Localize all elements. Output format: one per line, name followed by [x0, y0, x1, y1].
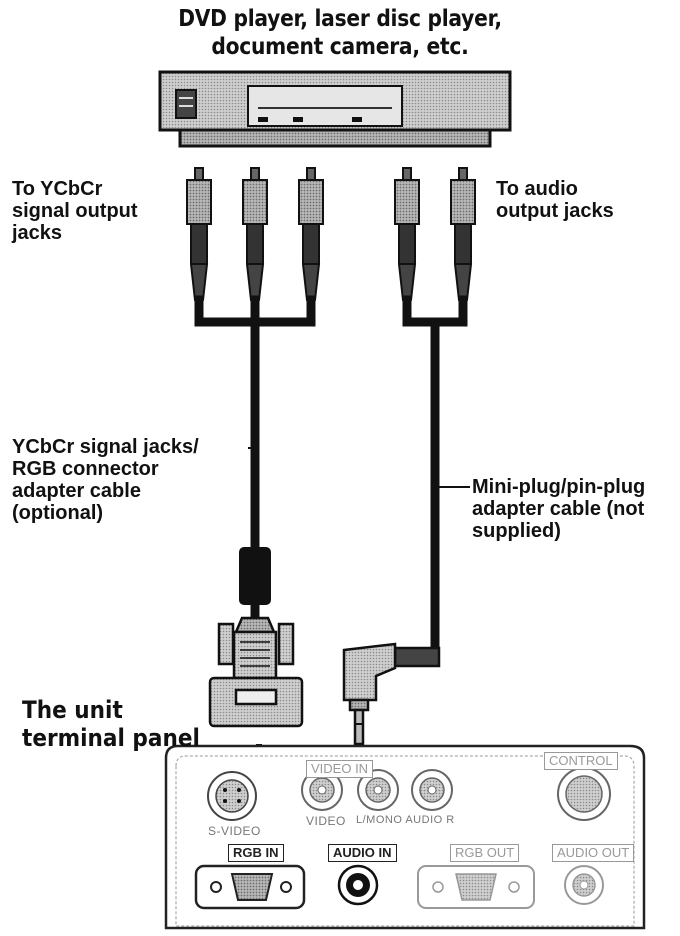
control-port [557, 767, 611, 821]
device-title-line2: document camera, etc. [211, 34, 469, 60]
dsub-connector [208, 616, 304, 728]
mini-plug-cable-label-line1: Mini-plug/pin-plug [472, 476, 646, 498]
rca-plug [450, 167, 476, 301]
terminal-panel-label-line1: The unit [22, 696, 123, 724]
audio-plugs [394, 167, 476, 301]
rca-plug [186, 167, 212, 301]
dvd-player [158, 70, 512, 148]
s-video-port [207, 771, 257, 821]
adapter-cable-label-line3: adapter cable [12, 480, 141, 502]
mini-plug-cable-label-line3: supplied) [472, 520, 561, 542]
s-video-label: S-VIDEO [208, 824, 261, 838]
audio-in-label: AUDIO IN [328, 844, 397, 862]
rca-plug [298, 167, 324, 301]
adapter-cable-label-line1: YCbCr signal jacks/ [12, 436, 199, 458]
audio-output-label-line1: To audio [496, 178, 578, 200]
audio-in-port [337, 864, 379, 906]
mono-audio-label: L/MONO AUDIO R [356, 814, 455, 826]
rca-plug [394, 167, 420, 301]
audio-r-port [411, 769, 453, 811]
rgb-in-label: RGB IN [228, 844, 284, 862]
audio-l-port [357, 769, 399, 811]
adapter-cable-label-line2: RGB connector [12, 458, 159, 480]
ycbcr-cable [194, 295, 316, 635]
audio-out-port [564, 865, 604, 905]
video-in-label: VIDEO IN [306, 760, 374, 778]
video-label: VIDEO [306, 814, 346, 828]
device-title-line1: DVD player, laser disc player, [178, 6, 502, 32]
mini-plug-cable-label-line2: adapter cable (not [472, 498, 645, 520]
audio-output-label-line2: output jacks [496, 200, 614, 222]
adapter-cable-label-line4: (optional) [12, 502, 104, 524]
ycbcr-output-label-line2: signal output [12, 200, 138, 222]
rca-plug [242, 167, 268, 301]
audio-out-label: AUDIO OUT [552, 844, 635, 862]
mini-plug [342, 642, 441, 746]
rgb-out-label: RGB OUT [450, 844, 520, 862]
video-port [301, 769, 343, 811]
ycbcr-output-label-line3: jacks [12, 222, 63, 244]
ycbcr-output-label-line1: To YCbCr [12, 178, 103, 200]
ycbcr-plugs [186, 167, 324, 301]
rgb-in-port [194, 864, 306, 910]
rgb-out-port [417, 865, 535, 909]
terminal-panel-label-line2: terminal panel [22, 724, 200, 752]
control-label: CONTROL [544, 752, 618, 770]
terminal-panel [164, 744, 646, 930]
audio-cable [402, 295, 468, 655]
